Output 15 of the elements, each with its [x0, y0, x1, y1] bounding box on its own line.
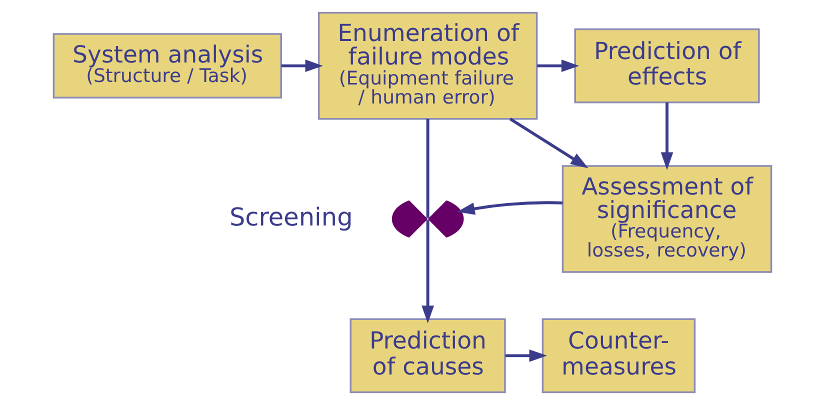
arrow: [537, 60, 580, 72]
arrow: [660, 102, 674, 170]
node-box: Prediction of effects: [574, 28, 760, 104]
node-box: Prediction of causes: [350, 318, 506, 394]
node-box: Counter-measures: [542, 318, 696, 394]
node-label: Screening: [229, 202, 353, 232]
node-box: Assessment of significance (Frequency, losses, recovery): [562, 165, 772, 273]
node-box: Enumeration of failure modes (Equipment failure / human error): [318, 12, 538, 120]
connector: [426, 118, 430, 218]
node-box: System analysis (Structure / Task): [52, 33, 282, 99]
arrow: [422, 220, 434, 324]
arrow: [281, 60, 323, 72]
arrow: [509, 118, 588, 168]
arrow: [457, 201, 563, 215]
arrow: [505, 349, 547, 362]
